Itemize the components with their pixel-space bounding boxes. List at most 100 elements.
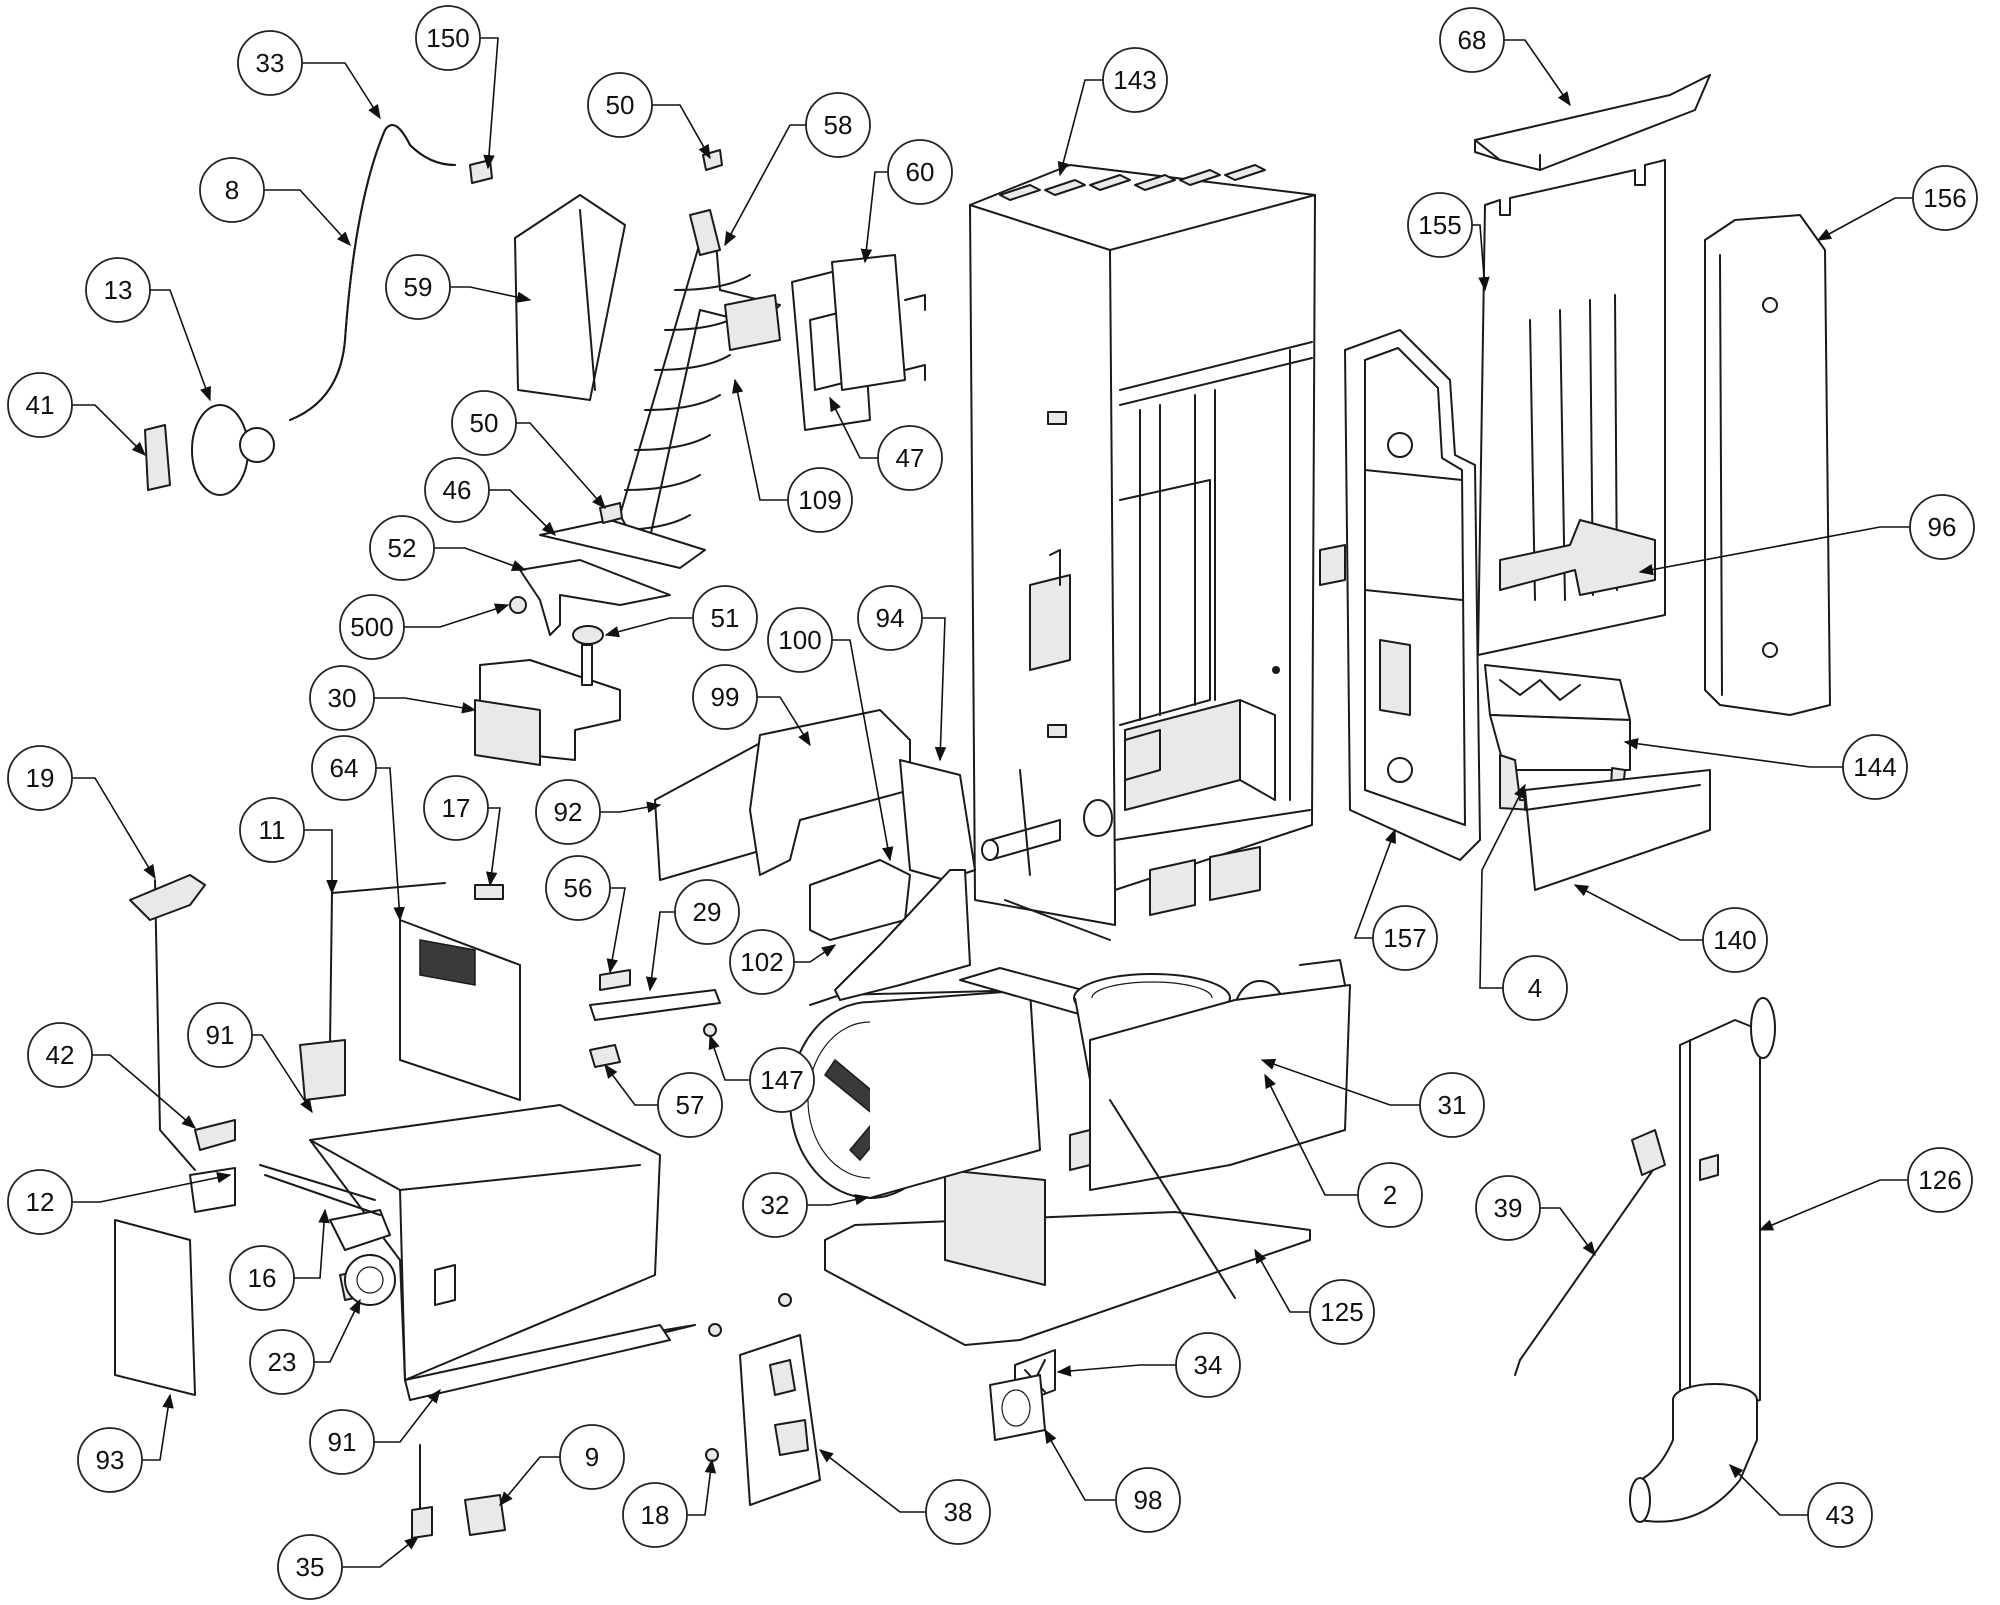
callout-number-33: 33 [256,48,285,78]
callout-bubble-91b [309,1409,375,1475]
callout-13: 13 [85,257,211,402]
callout-98: 98 [1044,1428,1181,1533]
callout-leader-50a [652,104,711,160]
callout-number-18: 18 [641,1500,670,1530]
callout-leader-52 [434,547,527,571]
callout-number-57: 57 [676,1090,705,1120]
callout-leader-150 [480,37,499,170]
callout-leader-11 [304,829,338,895]
callout-number-140: 140 [1713,925,1756,955]
callout-bubble-51 [692,585,758,651]
callout-91a: 91 [187,1002,313,1114]
cabinet-frame-part [969,164,1316,941]
callout-144: 144 [1623,734,1908,800]
callout-46: 46 [424,457,557,537]
callout-157: 157 [1353,828,1438,971]
callout-bubble-13 [85,257,151,323]
callout-23: 23 [249,1298,361,1395]
control-motor-part [344,1254,396,1306]
callout-leader-92 [600,801,662,813]
callout-39: 39 [1475,1175,1596,1257]
callout-bubble-125 [1309,1279,1375,1345]
cable-parts [194,1119,381,1216]
callout-number-34: 34 [1194,1350,1223,1380]
callout-number-64: 64 [330,753,359,783]
callout-number-51: 51 [711,603,740,633]
terminal-block-part [474,884,504,900]
callout-bubble-23 [249,1329,315,1395]
callout-leader-147 [708,1034,750,1081]
auger-cover-part [514,194,626,401]
callout-leader-43 [1728,1463,1808,1516]
power-cord-part [129,874,236,1213]
callout-number-42: 42 [46,1040,75,1070]
callout-number-68: 68 [1458,25,1487,55]
callout-number-41: 41 [26,390,55,420]
callout-leader-42 [92,1054,197,1129]
callout-bubble-56 [545,855,611,921]
callout-number-94: 94 [876,603,905,633]
rear-panel-part [1477,159,1666,656]
callout-60: 60 [860,139,953,264]
callout-leader-8 [264,189,351,247]
callout-bubble-147 [749,1047,815,1113]
callout-bubble-93 [77,1427,143,1493]
callout-number-143: 143 [1113,65,1156,95]
callout-number-500: 500 [350,612,393,642]
callout-number-2: 2 [1383,1180,1397,1210]
callout-leader-19 [72,777,156,880]
callout-leader-38 [818,1449,926,1513]
callout-bubble-50b [451,390,517,456]
callout-bubble-155 [1407,192,1473,258]
callout-number-56: 56 [564,873,593,903]
callout-leader-41 [72,404,147,457]
callout-leader-155 [1472,224,1490,292]
callout-bubble-11 [239,797,305,863]
callout-leader-100 [832,639,894,862]
callout-leader-30 [374,697,477,714]
callout-leader-157 [1353,828,1396,939]
callout-leader-47 [829,396,878,459]
callout-38: 38 [818,1449,991,1545]
callout-leader-57 [604,1063,658,1106]
callout-bubble-100 [767,607,833,673]
callout-93: 93 [77,1393,174,1493]
callout-500: 500 [339,594,510,660]
callout-number-58: 58 [824,110,853,140]
callout-leader-126 [1758,1179,1908,1231]
callout-number-32: 32 [761,1190,790,1220]
callout-leader-56 [606,887,626,974]
callout-leader-91b [374,1388,441,1443]
callout-leader-9 [499,1456,560,1507]
callout-number-156: 156 [1923,183,1966,213]
callout-31: 31 [1260,1058,1485,1138]
callout-number-150: 150 [426,23,469,53]
callout-leader-31 [1260,1058,1420,1106]
callout-bubble-102 [729,929,795,995]
callout-bubble-96 [1909,494,1975,560]
igniter-parts [589,969,721,1068]
callout-bubble-19 [7,745,73,811]
callout-bubble-35 [277,1534,343,1600]
callout-109: 109 [732,378,853,533]
callout-bubble-68 [1439,7,1505,73]
callout-bubble-58 [805,92,871,158]
callout-leader-16 [294,1208,330,1279]
callout-number-47: 47 [896,443,925,473]
callout-19: 19 [7,745,156,880]
callout-156: 156 [1816,165,1978,241]
callout-140: 140 [1573,884,1768,973]
callout-number-109: 109 [798,485,841,515]
callout-32: 32 [742,1172,870,1238]
callout-number-99: 99 [711,682,740,712]
callout-52: 52 [369,515,527,581]
callout-11: 11 [239,797,338,895]
callout-number-29: 29 [693,897,722,927]
callout-bubble-60 [887,139,953,205]
callout-number-157: 157 [1383,923,1426,953]
callout-bubble-42 [27,1022,93,1088]
callout-number-96: 96 [1928,512,1957,542]
callout-99: 99 [692,664,811,747]
callout-leader-125 [1254,1248,1310,1313]
